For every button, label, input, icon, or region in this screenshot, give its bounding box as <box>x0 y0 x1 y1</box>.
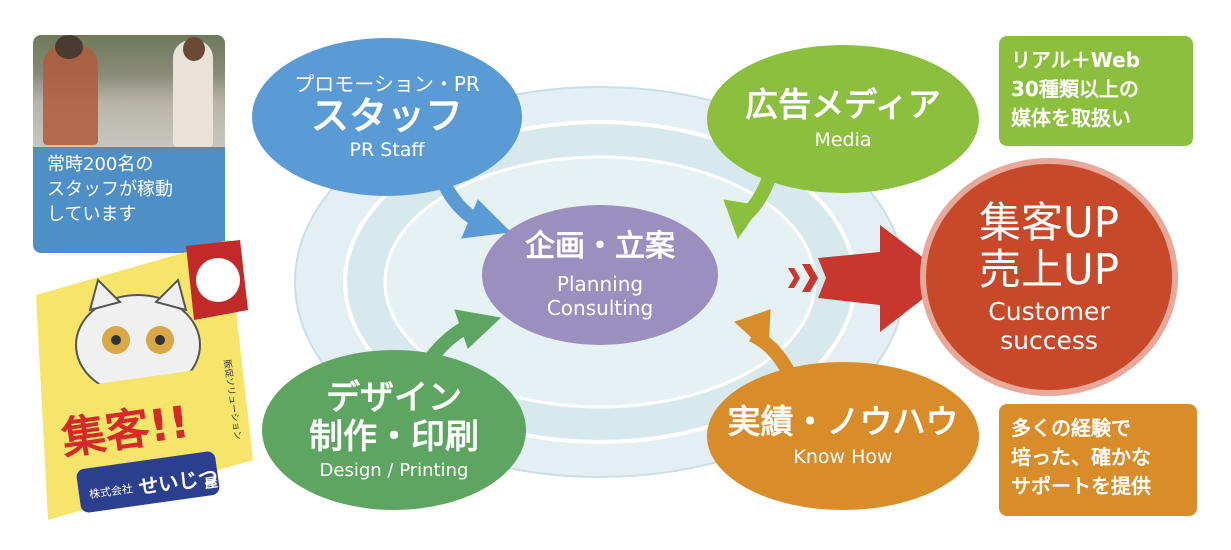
note-knowhow-line-1: 多くの経験で <box>1011 416 1131 440</box>
media-line-1: 広告メディア <box>745 84 941 124</box>
result-line-1: 集客UP <box>978 197 1120 247</box>
bubble-know-how: 実績・ノウハウ Know How <box>707 362 979 510</box>
note-know-how: 多くの経験で 培った、確かな サポートを提供 <box>999 404 1197 516</box>
mascot-company-small: 株式会社 <box>88 481 134 501</box>
center-sub-2: Consulting <box>546 295 654 320</box>
knowhow-en: Know How <box>793 446 893 469</box>
design-line-2: 制作・印刷 <box>309 416 479 457</box>
design-en: Design / Printing <box>319 459 469 481</box>
media-en: Media <box>814 129 872 152</box>
note-knowhow-line-3: サポートを提供 <box>1011 474 1151 498</box>
caption-line-3: しています <box>47 204 137 225</box>
pr-line-2: スタッフ <box>310 93 463 138</box>
result-en-2: success <box>1000 326 1098 356</box>
bubble-center-planning: 企画・立案 Planning Consulting <box>482 205 718 345</box>
note-media: リアル＋Web 30種類以上の 媒体を取扱い <box>999 36 1193 146</box>
mascot-company-suffix: 屋 <box>204 475 219 492</box>
result-arrow <box>788 225 950 332</box>
note-media-line-2: 30種類以上の <box>1011 77 1139 101</box>
result-line-2: 売上UP <box>978 245 1120 294</box>
photo-caption: 常時200名の スタッフが稼動 しています <box>33 147 225 253</box>
center-title: 企画・立案 <box>525 229 675 265</box>
lucky-coin-icon <box>196 258 240 302</box>
caption-line-1: 常時200名の <box>47 154 154 175</box>
bubble-design-printing: デザイン 制作・印刷 Design / Printing <box>262 350 526 510</box>
mascot-illustration: 集客!! 株式会社 せいじつ 屋 販促ソリューション <box>36 240 253 520</box>
pr-line-1: プロモーション・PR <box>294 71 480 96</box>
bubble-media: 広告メディア Media <box>707 45 979 193</box>
note-media-line-1: リアル＋Web <box>1011 48 1141 72</box>
design-line-1: デザイン <box>326 378 462 419</box>
center-sub-1: Planning <box>556 271 644 296</box>
bubble-result-customer-success: 集客UP 売上UP Customer success <box>920 158 1178 396</box>
note-knowhow-line-2: 培った、確かな <box>1011 445 1151 469</box>
result-en-1: Customer <box>988 297 1110 327</box>
caption-line-2: スタッフが稼動 <box>47 179 173 200</box>
pr-en: PR Staff <box>349 139 425 162</box>
knowhow-line-1: 実績・ノウハウ <box>727 401 959 441</box>
bubble-pr-staff: プロモーション・PR スタッフ PR Staff <box>252 38 522 196</box>
note-media-line-3: 媒体を取扱い <box>1011 106 1131 130</box>
staff-photo <box>33 35 225 147</box>
